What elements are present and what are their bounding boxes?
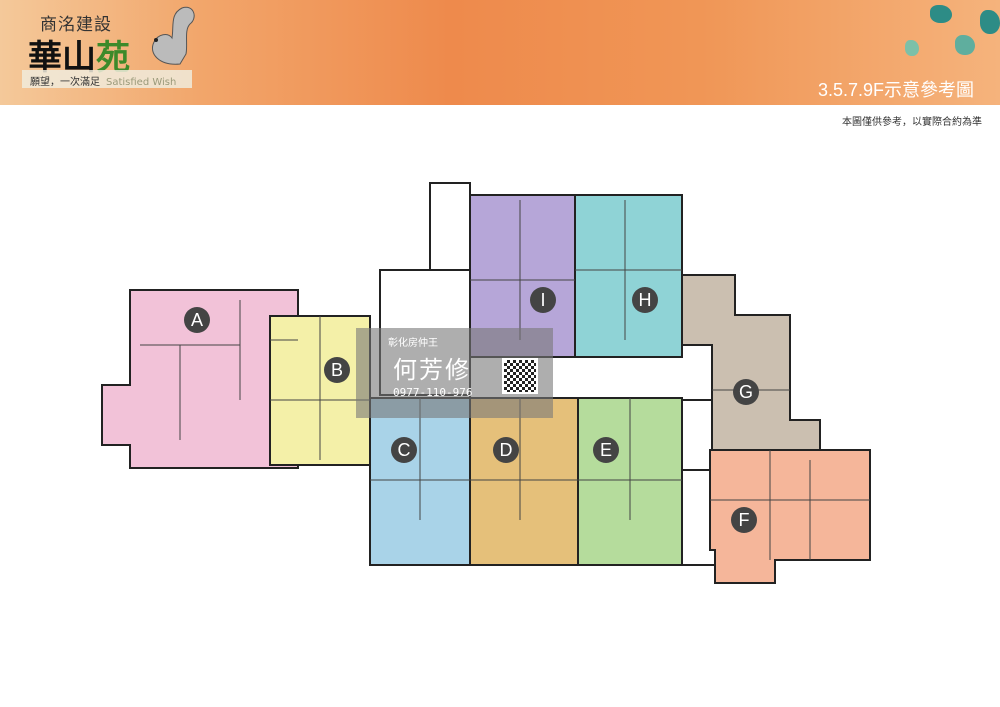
- agent-watermark: 彰化房仲王 何芳修 0977-110-976: [356, 328, 553, 418]
- watermark-agent-name: 何芳修: [393, 356, 471, 384]
- unit-label-g: G: [739, 382, 753, 402]
- unit-badge-e: [593, 437, 619, 463]
- decor-leaf: [980, 10, 1000, 34]
- unit-label-a: A: [191, 310, 203, 330]
- squirrel-logo-icon: [152, 6, 195, 65]
- developer-name: 商洺建設: [40, 15, 112, 35]
- unit-label-c: C: [398, 440, 411, 460]
- unit-label-d: D: [500, 440, 513, 460]
- unit-badge-c: [391, 437, 417, 463]
- unit-i[interactable]: [469, 194, 576, 358]
- unit-label-f: F: [739, 510, 750, 530]
- disclaimer: 本圖僅供參考，以實際合約為準: [842, 117, 982, 128]
- unit-label-h: H: [639, 290, 652, 310]
- unit-g[interactable]: [675, 274, 821, 451]
- unit-label-b: B: [331, 360, 343, 380]
- unit-badge-b: [324, 357, 350, 383]
- unit-badge-g: [733, 379, 759, 405]
- decor-leaf: [905, 40, 919, 56]
- unit-f[interactable]: [709, 449, 871, 584]
- interior-walls: [140, 200, 870, 560]
- qr-code-icon[interactable]: [502, 358, 538, 394]
- decor-leaf: [930, 5, 952, 23]
- floor-title: 3.5.7.9F示意參考圖: [817, 80, 974, 100]
- unit-badge-i: [530, 287, 556, 313]
- watermark-agency: 彰化房仲王: [388, 338, 438, 349]
- unit-badge-d: [493, 437, 519, 463]
- watermark-phone: 0977-110-976: [393, 386, 473, 399]
- decor-leaf: [955, 35, 975, 55]
- unit-label-e: E: [600, 440, 612, 460]
- unit-badge-h: [632, 287, 658, 313]
- unit-d[interactable]: [469, 397, 579, 566]
- unit-badge-a: [184, 307, 210, 333]
- stair-core: [429, 182, 471, 271]
- unit-h[interactable]: [574, 194, 683, 358]
- unit-badge-f: [731, 507, 757, 533]
- unit-label-i: I: [540, 290, 545, 310]
